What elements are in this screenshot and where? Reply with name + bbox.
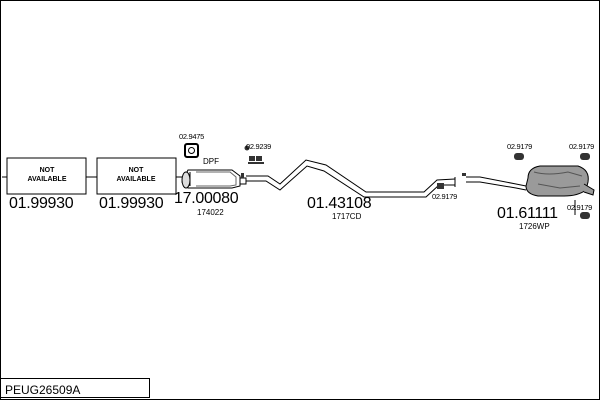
part-4-ref: 1717CD xyxy=(332,212,362,221)
part-2-label: NOT AVAILABLE xyxy=(116,167,156,183)
fitting-3-number[interactable]: 02.9179 xyxy=(432,192,458,201)
diagram-code-box: PEUG26509A xyxy=(0,378,150,398)
fitting-4-number[interactable]: 02.9179 xyxy=(507,142,533,151)
part-5-number[interactable]: 01.61111 xyxy=(497,205,558,222)
gasket-fitting-icon[interactable] xyxy=(248,156,264,164)
part-3-number[interactable]: 17.00080 xyxy=(174,190,239,207)
hanger-fitting-icon[interactable] xyxy=(437,183,444,189)
rear-silencer[interactable] xyxy=(466,165,595,197)
part-1-number[interactable]: 01.99930 xyxy=(9,195,74,212)
dpf-unit[interactable] xyxy=(181,169,247,189)
part-box-2[interactable] xyxy=(91,157,182,195)
fitting-5-number[interactable]: 02.9179 xyxy=(569,142,595,151)
centre-pipe[interactable] xyxy=(246,159,456,198)
part-1-label: NOT AVAILABLE xyxy=(27,167,67,183)
part-5-ref: 1726WP xyxy=(519,222,550,231)
part-3-ref: 174022 xyxy=(197,208,224,217)
part-2-number[interactable]: 01.99930 xyxy=(99,195,164,212)
dpf-label: DPF xyxy=(203,157,219,166)
fitting-1-number[interactable]: 02.9475 xyxy=(179,132,205,141)
part-4-number[interactable]: 01.43108 xyxy=(307,195,372,212)
small-hanger-icon[interactable] xyxy=(462,173,466,176)
clamp-fitting-icon[interactable] xyxy=(184,143,199,158)
hanger-rubber-icon[interactable] xyxy=(514,153,590,219)
fitting-2-number[interactable]: 02.9239 xyxy=(246,142,272,151)
bolt-icon xyxy=(244,145,250,151)
fitting-6-number[interactable]: 02.9179 xyxy=(567,203,593,212)
part-box-1[interactable] xyxy=(2,157,91,195)
diagram-code: PEUG26509A xyxy=(5,383,81,397)
